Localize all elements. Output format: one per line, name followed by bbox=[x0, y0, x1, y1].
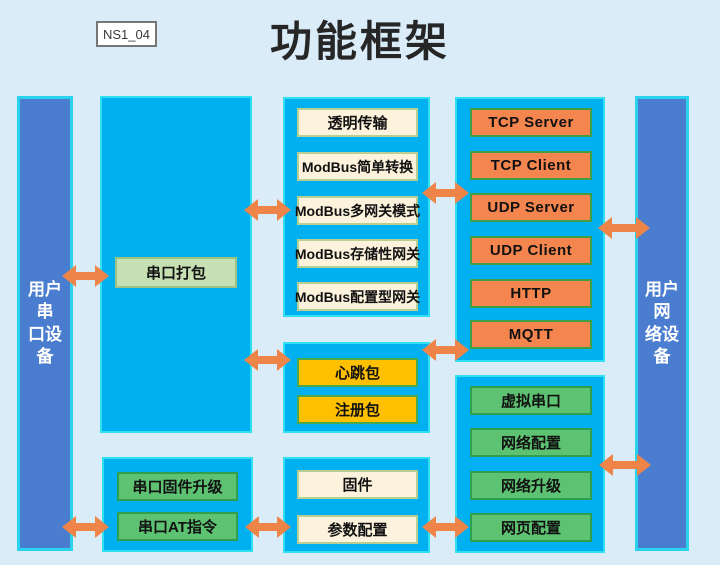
user-serial-device-label-line1: 用户串 bbox=[28, 280, 62, 322]
version-tag: NS1_04 bbox=[96, 21, 157, 47]
user-network-device-label-line2: 络设备 bbox=[645, 324, 679, 366]
transmission-modes-container: 透明传输 ModBus简单转换 ModBus多网关模式 ModBus存储性网关 … bbox=[283, 97, 430, 317]
udp-server-box: UDP Server bbox=[470, 193, 592, 222]
firmware-container: 固件 参数配置 bbox=[283, 457, 430, 553]
double-arrow-icon bbox=[62, 265, 109, 287]
double-arrow-icon bbox=[422, 339, 469, 361]
modbus-config-gateway-box: ModBus配置型网关 bbox=[295, 282, 420, 311]
protocols-container: TCP Server TCP Client UDP Server UDP Cli… bbox=[455, 97, 605, 362]
user-network-device-bar: 用户网 络设备 bbox=[635, 96, 689, 551]
network-functions-container: 虚拟串口 网络配置 网络升级 网页配置 bbox=[455, 375, 605, 553]
serial-functions-container: 串口固件升级 串口AT指令 bbox=[102, 457, 253, 552]
web-config-box: 网页配置 bbox=[470, 513, 592, 542]
double-arrow-icon bbox=[244, 349, 291, 371]
user-network-device-label-line1: 用户网 bbox=[645, 280, 679, 322]
network-config-box: 网络配置 bbox=[470, 428, 592, 457]
serial-pack-box: 串口打包 bbox=[115, 257, 237, 288]
modbus-storage-gateway-box: ModBus存储性网关 bbox=[295, 239, 420, 268]
tcp-client-box: TCP Client bbox=[470, 151, 592, 180]
modbus-simple-convert-box: ModBus简单转换 bbox=[297, 152, 418, 181]
heartbeat-packet-box: 心跳包 bbox=[297, 358, 418, 387]
virtual-serial-box: 虚拟串口 bbox=[470, 386, 592, 415]
user-serial-device-bar: 用户串 口设备 bbox=[17, 96, 73, 551]
double-arrow-icon bbox=[62, 516, 109, 538]
network-upgrade-box: 网络升级 bbox=[470, 471, 592, 500]
parameter-config-box: 参数配置 bbox=[297, 515, 418, 544]
transparent-transmission-box: 透明传输 bbox=[297, 108, 418, 137]
serial-firmware-upgrade-box: 串口固件升级 bbox=[117, 472, 238, 501]
http-box: HTTP bbox=[470, 279, 592, 308]
double-arrow-icon bbox=[245, 516, 291, 538]
double-arrow-icon bbox=[422, 182, 469, 204]
double-arrow-icon bbox=[422, 516, 469, 538]
mqtt-box: MQTT bbox=[470, 320, 592, 349]
serial-at-command-box: 串口AT指令 bbox=[117, 512, 238, 541]
firmware-box: 固件 bbox=[297, 470, 418, 499]
double-arrow-icon bbox=[598, 217, 650, 239]
modbus-multi-gateway-box: ModBus多网关模式 bbox=[295, 196, 420, 225]
double-arrow-icon bbox=[244, 199, 291, 221]
udp-client-box: UDP Client bbox=[470, 236, 592, 265]
user-serial-device-label-line2: 口设备 bbox=[28, 324, 62, 366]
packets-container: 心跳包 注册包 bbox=[283, 342, 430, 433]
tcp-server-box: TCP Server bbox=[470, 108, 592, 137]
double-arrow-icon bbox=[599, 454, 651, 476]
page-title: 功能框架 bbox=[269, 18, 450, 65]
registration-packet-box: 注册包 bbox=[297, 395, 418, 424]
serial-processing-container: 串口打包 bbox=[100, 96, 252, 433]
